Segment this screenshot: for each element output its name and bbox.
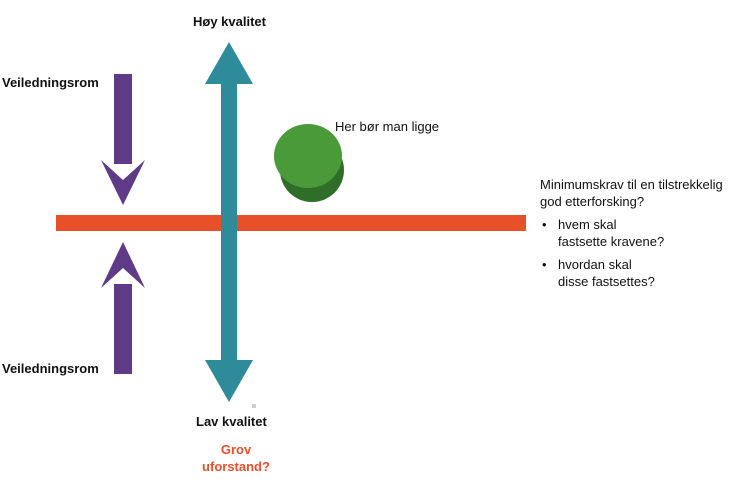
circle-label: Her bør man ligge bbox=[335, 119, 440, 134]
requirements-panel: Minimumskrav til en tilstrekkelig god et… bbox=[540, 176, 723, 296]
target-circle bbox=[274, 124, 344, 202]
guidance-arrow-bottom bbox=[101, 242, 145, 374]
requirements-heading-line-2: god etterforsking? bbox=[540, 194, 645, 209]
list-item-line-1: hvordan skal bbox=[558, 257, 632, 272]
requirements-heading-line-1: Minimumskrav til en tilstrekkelig bbox=[540, 177, 723, 192]
low-quality-label: Lav kvalitet bbox=[196, 414, 267, 429]
warning-line-2: uforstand? bbox=[202, 459, 270, 474]
quality-arrow bbox=[205, 42, 253, 402]
list-item-line-2: fastsette kravene? bbox=[558, 234, 665, 249]
stray-dot bbox=[252, 404, 256, 408]
guidance-label-top: Veiledningsrom bbox=[2, 75, 99, 90]
high-quality-label: Høy kvalitet bbox=[193, 14, 266, 29]
threshold-bar bbox=[56, 215, 526, 231]
requirements-list: • hvem skal fastsette kravene? • hvordan… bbox=[540, 216, 723, 290]
bullet-icon: • bbox=[542, 257, 547, 272]
list-item-line-1: hvem skal bbox=[558, 217, 617, 232]
list-item: • hvem skal fastsette kravene? bbox=[540, 216, 723, 250]
warning-line-1: Grov bbox=[220, 442, 252, 457]
guidance-label-bottom: Veiledningsrom bbox=[2, 361, 99, 376]
list-item: • hvordan skal disse fastsettes? bbox=[540, 256, 723, 290]
warning-text: Grov uforstand? bbox=[196, 441, 276, 475]
guidance-arrow-top bbox=[101, 74, 145, 205]
list-item-line-2: disse fastsettes? bbox=[558, 274, 655, 289]
bullet-icon: • bbox=[542, 217, 547, 232]
